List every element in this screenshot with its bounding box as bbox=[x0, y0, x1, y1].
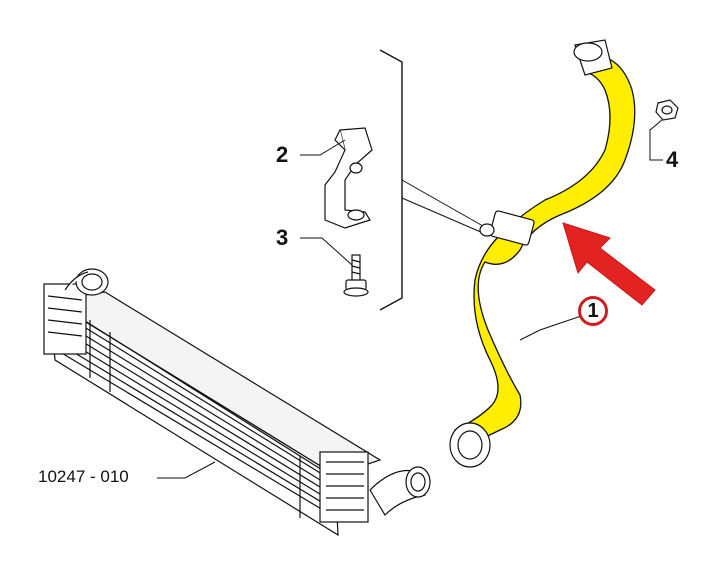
highlight-arrow bbox=[562, 222, 656, 306]
part-number-label: 10247 - 010 bbox=[38, 467, 129, 486]
intercooler-drawing bbox=[43, 268, 431, 537]
leader-line-1 bbox=[519, 312, 591, 341]
intercooler-hose bbox=[449, 39, 636, 468]
leader-line-2 bbox=[300, 139, 346, 156]
bolt-drawing bbox=[343, 254, 369, 297]
hose-body bbox=[454, 54, 636, 446]
callout-2: 2 bbox=[276, 142, 289, 167]
bracket-drawing bbox=[324, 127, 373, 229]
callout-1: 1 bbox=[578, 296, 608, 326]
group-bracket-line bbox=[379, 49, 403, 311]
leader-line-group-bottom bbox=[401, 197, 491, 237]
leader-line-3 bbox=[300, 237, 353, 266]
leader-line-4 bbox=[649, 119, 663, 161]
leader-line-group-top bbox=[401, 179, 491, 231]
callout-3: 3 bbox=[276, 225, 289, 250]
callout-4: 4 bbox=[666, 147, 679, 172]
nut-drawing bbox=[655, 99, 679, 121]
leader-line-part-number bbox=[157, 461, 216, 479]
